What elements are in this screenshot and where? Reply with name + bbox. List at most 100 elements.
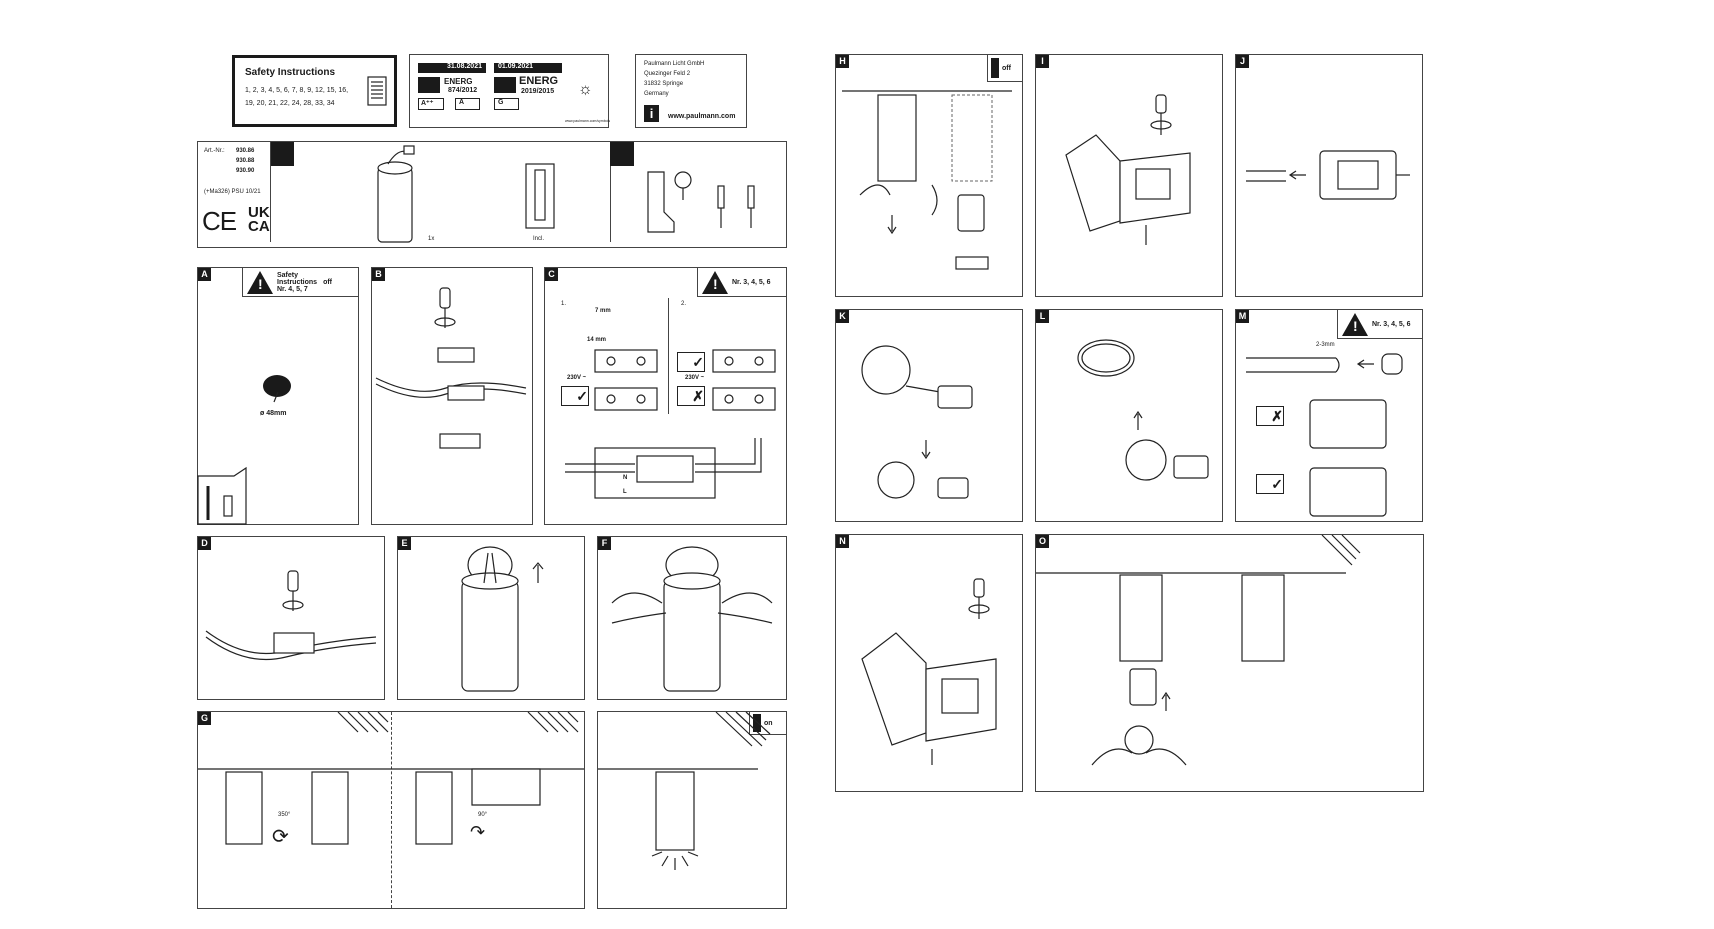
energy-label-2: ENERG (519, 75, 559, 87)
panel-g-350: 350° (278, 812, 291, 818)
panel-e: E (397, 536, 585, 700)
panel-a: A Safety Instructions Nr. 4, 5, 7 off ø … (197, 267, 359, 525)
panel-c-step-1: 1. (561, 301, 567, 307)
panel-c-warning: Nr. 3, 4, 5, 6 (697, 268, 786, 297)
document-icon (367, 76, 387, 106)
led-module-drawing (525, 163, 555, 229)
energy-class-1a: A⁺⁺ (418, 98, 444, 110)
warning-icon (247, 270, 273, 294)
cable-strip-drawing (1246, 353, 1403, 517)
warning-icon (1342, 312, 1368, 336)
panel-g-90: 90° (478, 812, 488, 818)
junction-box-open-drawing (1065, 94, 1191, 245)
check-icon: ✓ (1256, 474, 1284, 494)
safety-numbers-1: 1, 2, 3, 4, 5, 6, 7, 8, 9, 12, 15, 16, (245, 87, 349, 94)
lamp-remove-drawing (842, 90, 1012, 270)
drill-hole-icon (263, 375, 291, 403)
ce-mark: CE (202, 206, 237, 236)
company-country: Germany (644, 91, 669, 97)
panel-g: G 350° ⟳ 90° ↷ (197, 711, 585, 909)
article-label: Art.-Nr.: (204, 148, 225, 154)
panel-m-mm: 2-3mm (1316, 342, 1335, 348)
energy-date-2: 01.09.2021 (494, 63, 562, 73)
ring-and-plug-drawing (1077, 339, 1209, 481)
energy-reg-1: 874/2012 (448, 87, 478, 94)
terminal-mount-drawing (375, 287, 527, 449)
panel-c-n: N (623, 475, 628, 481)
energy-date-1: 31.08.2021 (418, 63, 486, 73)
panel-g2: on (597, 711, 787, 909)
info-icon: i (644, 105, 659, 122)
ceiling-light-on-drawing (598, 711, 771, 870)
lamp-drawing (377, 145, 415, 243)
panel-a-warn-1: Safety (277, 271, 299, 279)
panel-c-230v-2: 230V ~ (685, 375, 705, 381)
warning-icon (753, 714, 761, 732)
warning-icon (702, 270, 728, 294)
cross-icon: ✗ (677, 386, 705, 406)
junction-box-close-drawing (861, 578, 997, 765)
panel-a-off: off (323, 278, 333, 286)
energy-label-box: 31.08.2021 01.09.2021 ENERG 874/2012 ENE… (409, 54, 611, 128)
company-box: Paulmann Licht GmbH Quezinger Feld 2 318… (635, 54, 747, 128)
tools-icon (610, 142, 634, 166)
eu-flag-icon-1 (418, 77, 440, 93)
panel-h-switch: off (987, 55, 1022, 82)
panel-h: H off (835, 54, 1023, 297)
ukca-mark-1: UK (248, 204, 270, 221)
final-mount-drawing (1036, 534, 1361, 766)
eu-flag-icon-2 (494, 77, 516, 93)
panel-a-label: A (198, 268, 211, 281)
company-web: www.paulmann.com (668, 113, 736, 120)
check-icon: ✓ (561, 386, 589, 406)
article-box: Art.-Nr.: 930.86 930.88 930.90 (+Ma326) … (197, 141, 787, 248)
panel-g2-on: on (764, 719, 773, 727)
connector-plug-drawing (861, 345, 973, 499)
qty-label-1: 1x (428, 236, 435, 242)
company-city: 31832 Springe (644, 81, 684, 87)
energy-class-2: G (494, 98, 519, 110)
rotate-icon: ⟳ (272, 826, 289, 848)
panel-g2-switch: on (749, 712, 786, 735)
check-icon: ✓ (677, 352, 705, 372)
company-street: Quezinger Feld 2 (644, 71, 691, 77)
ceiling-rotate-drawing (198, 711, 584, 845)
company-name: Paulmann Licht GmbH (644, 61, 705, 67)
warning-icon (991, 58, 999, 78)
tools-drawing (647, 171, 755, 233)
panel-d: D (197, 536, 385, 700)
psu-label: (+Ma326) PSU 10/21 (204, 189, 261, 195)
panel-c-nr: Nr. 3, 4, 5, 6 (732, 278, 771, 286)
panel-b-label: B (372, 268, 385, 281)
energy-class-1b: A (455, 98, 480, 110)
panel-i-label: I (1036, 55, 1049, 68)
panel-l-label: L (1036, 310, 1049, 323)
panel-m-nr: Nr. 3, 4, 5, 6 (1372, 320, 1411, 328)
panel-k-label: K (836, 310, 849, 323)
panel-j: J (1235, 54, 1423, 297)
energy-url: www.paulmann.com/symbols (565, 119, 611, 123)
panel-a-warn-2: Instructions (277, 278, 318, 286)
panel-o: O (1035, 534, 1424, 792)
panel-n: N (835, 534, 1023, 792)
divider-2 (610, 142, 611, 242)
safety-box: Safety Instructions 1, 2, 3, 4, 5, 6, 7,… (232, 55, 397, 127)
qty-label-2: Incl. (533, 236, 545, 242)
panel-h-label: H (836, 55, 849, 68)
panel-c: C Nr. 3, 4, 5, 6 1. 2. 7 mm 14 mm 230V ~… (544, 267, 787, 525)
safety-title: Safety Instructions (245, 67, 336, 78)
terminal-close-drawing (205, 570, 377, 660)
panel-l: L (1035, 309, 1223, 522)
panel-c-230v-1: 230V ~ (567, 375, 587, 381)
panel-i: I (1035, 54, 1223, 297)
panel-g-divider (391, 712, 392, 908)
divider-1 (270, 142, 271, 242)
article-number-3: 930.90 (236, 168, 255, 174)
panel-c-7mm: 7 mm (595, 308, 611, 314)
panel-c-divider (668, 298, 669, 414)
panel-d-label: D (198, 537, 211, 550)
safety-numbers-2: 19, 20, 21, 22, 24, 28, 33, 34 (245, 100, 335, 107)
panel-m-label: M (1236, 310, 1249, 323)
connection-detail-drawing (565, 438, 762, 499)
panel-c-step-2: 2. (681, 301, 687, 307)
